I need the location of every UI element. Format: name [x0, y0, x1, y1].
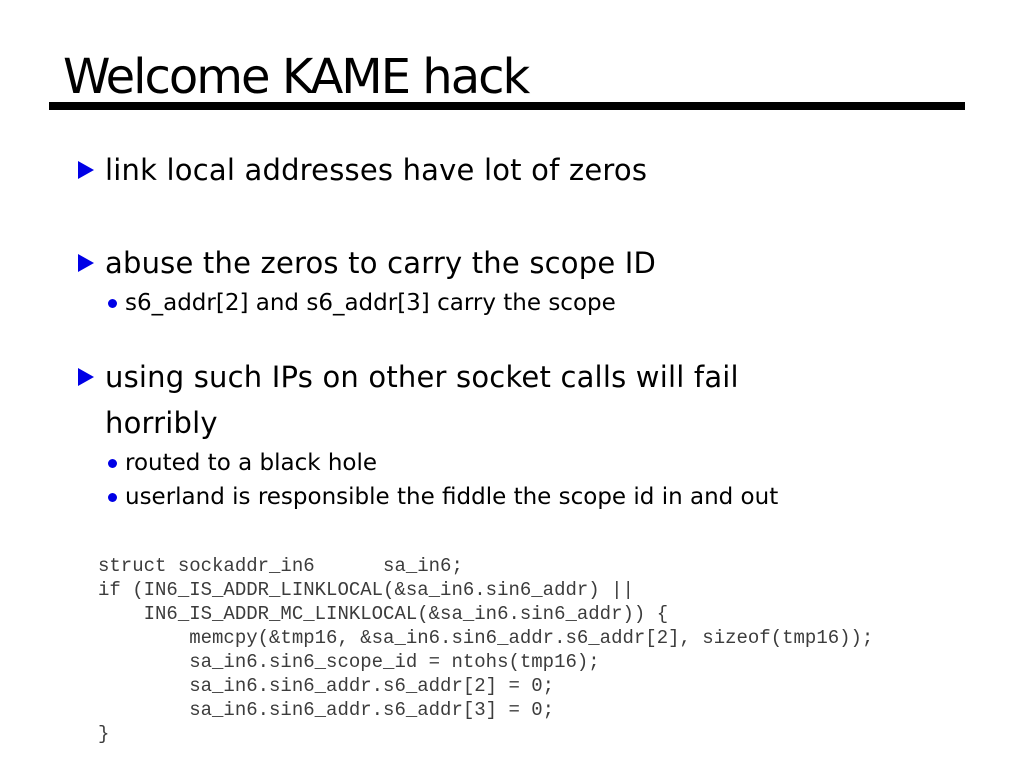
triangle-bullet-icon	[78, 161, 94, 179]
bullet-group: using such IPs on other socket calls wil…	[78, 354, 1004, 514]
sub-bullet-text: userland is responsible the fiddle the s…	[125, 484, 779, 510]
bullet-item: link local addresses have lot of zeros	[78, 147, 1004, 193]
bullet-group: abuse the zeros to carry the scope ID s6_…	[78, 240, 1004, 320]
bullet-item: using such IPs on other socket calls wil…	[78, 354, 1004, 446]
dot-bullet-icon	[108, 459, 117, 468]
bullet-text-line: abuse the zeros to carry the scope ID	[105, 246, 657, 280]
triangle-bullet-icon	[78, 368, 94, 386]
bullet-group: link local addresses have lot of zeros	[78, 147, 1004, 193]
title-underline	[49, 102, 965, 110]
bullet-item: abuse the zeros to carry the scope ID	[78, 240, 1004, 286]
bullet-text-line: using such IPs on other socket calls wil…	[105, 360, 739, 394]
bullet-text: using such IPs on other socket calls wil…	[105, 354, 739, 446]
sub-bullet-item: userland is responsible the fiddle the s…	[108, 480, 1004, 514]
slide-title: Welcome KAME hack	[63, 49, 530, 105]
sub-bullet-item: s6_addr[2] and s6_addr[3] carry the scop…	[108, 286, 1004, 320]
bullet-text-line: horribly	[105, 406, 218, 440]
triangle-bullet-icon	[78, 254, 94, 272]
sub-bullet-text: routed to a black hole	[125, 450, 378, 476]
sub-bullet-text: s6_addr[2] and s6_addr[3] carry the scop…	[125, 290, 616, 316]
code-block: struct sockaddr_in6 sa_in6; if (IN6_IS_A…	[98, 555, 874, 745]
dot-bullet-icon	[108, 493, 117, 502]
sub-bullet-item: routed to a black hole	[108, 446, 1004, 480]
bullet-text: link local addresses have lot of zeros	[105, 147, 647, 193]
bullet-text-line: link local addresses have lot of zeros	[105, 153, 648, 187]
bullet-text: abuse the zeros to carry the scope ID	[105, 240, 656, 286]
dot-bullet-icon	[108, 299, 117, 308]
